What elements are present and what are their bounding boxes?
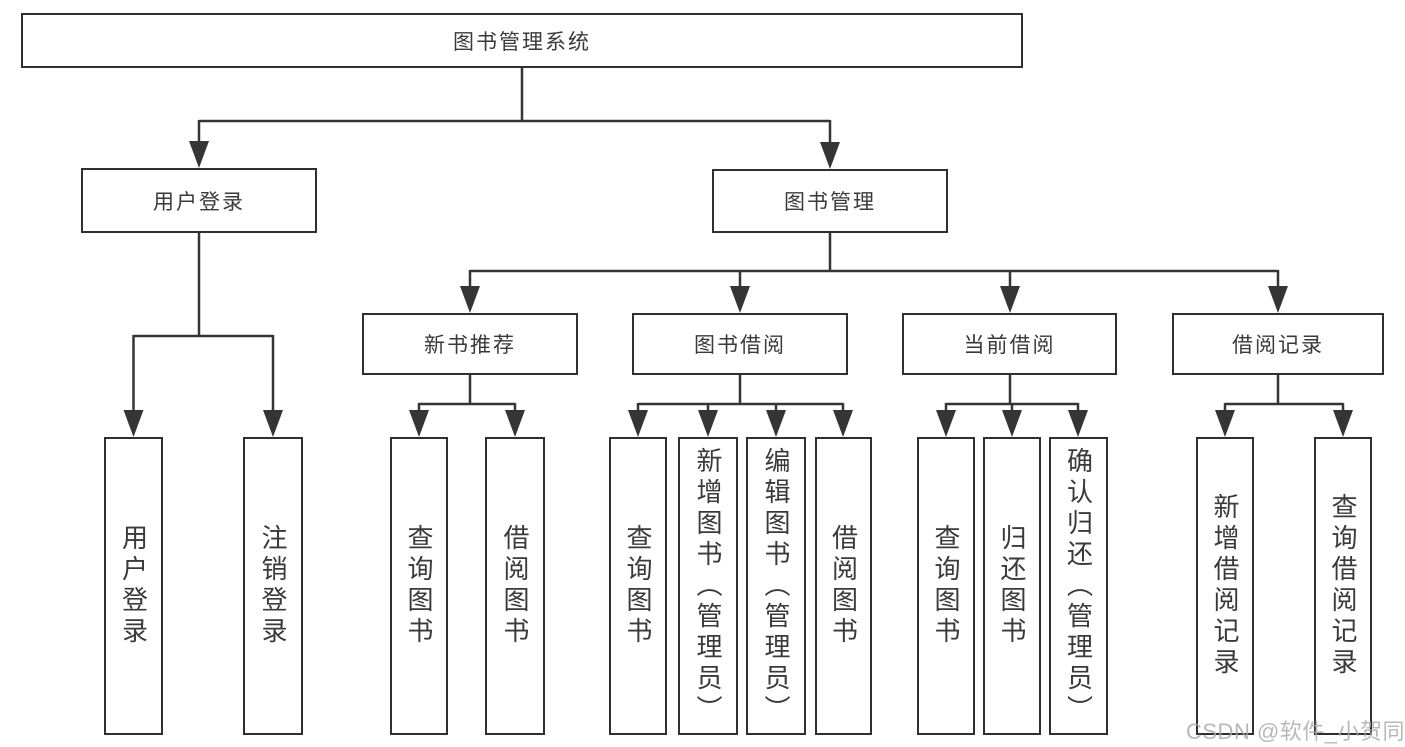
leaf-query-books-current: 查询图书 [917, 437, 975, 735]
node-label: 编辑图书（管理员） [761, 446, 791, 726]
node-label: 用户登录 [153, 190, 245, 214]
node-label: 查询图书 [404, 524, 434, 648]
node-borrow-records: 借阅记录 [1172, 313, 1384, 375]
node-label: 确认归还（管理员） [1063, 446, 1094, 726]
leaf-add-books-admin: 新增图书（管理员） [678, 437, 738, 735]
node-label: 用户登录 [118, 524, 149, 648]
node-current-borrow: 当前借阅 [902, 313, 1117, 375]
leaf-return-books: 归还图书 [983, 437, 1041, 735]
node-user-login: 用户登录 [81, 168, 317, 233]
node-label: 新增借阅记录 [1210, 493, 1240, 679]
leaf-edit-books-admin: 编辑图书（管理员） [746, 437, 806, 735]
csdn-watermark: CSDN @软件_小贺同学 [1186, 719, 1405, 744]
node-label: 新书推荐 [424, 334, 516, 357]
node-label: 当前借阅 [963, 334, 1056, 357]
node-new-book-recommend: 新书推荐 [362, 313, 578, 375]
node-label: 归还图书 [997, 524, 1027, 648]
node-label: 查询图书 [623, 524, 653, 648]
node-root-system: 图书管理系统 [21, 13, 1023, 68]
node-label: 图书借阅 [694, 334, 786, 357]
node-label: 查询借阅记录 [1328, 493, 1358, 679]
leaf-query-books-borrow: 查询图书 [609, 437, 667, 735]
leaf-query-borrow-record: 查询借阅记录 [1314, 437, 1372, 735]
node-book-borrow: 图书借阅 [632, 313, 848, 375]
node-label: 借阅图书 [500, 524, 530, 648]
node-book-management: 图书管理 [712, 169, 948, 233]
leaf-borrow-books-recommend: 借阅图书 [485, 437, 545, 735]
node-label: 图书管理 [784, 191, 876, 214]
node-label: 借阅图书 [828, 524, 859, 648]
leaf-query-books-recommend: 查询图书 [390, 437, 448, 735]
leaf-borrow-books: 借阅图书 [815, 437, 872, 735]
leaf-user-login: 用户登录 [104, 437, 163, 735]
node-label: 查询图书 [931, 524, 961, 648]
leaf-add-borrow-record: 新增借阅记录 [1196, 437, 1254, 735]
node-label: 新增图书（管理员） [693, 446, 723, 726]
leaf-confirm-return-admin: 确认归还（管理员） [1049, 437, 1108, 735]
node-label: 注销登录 [258, 524, 288, 648]
leaf-logout: 注销登录 [243, 437, 303, 735]
node-label: 借阅记录 [1232, 334, 1324, 357]
node-label: 图书管理系统 [453, 30, 591, 54]
